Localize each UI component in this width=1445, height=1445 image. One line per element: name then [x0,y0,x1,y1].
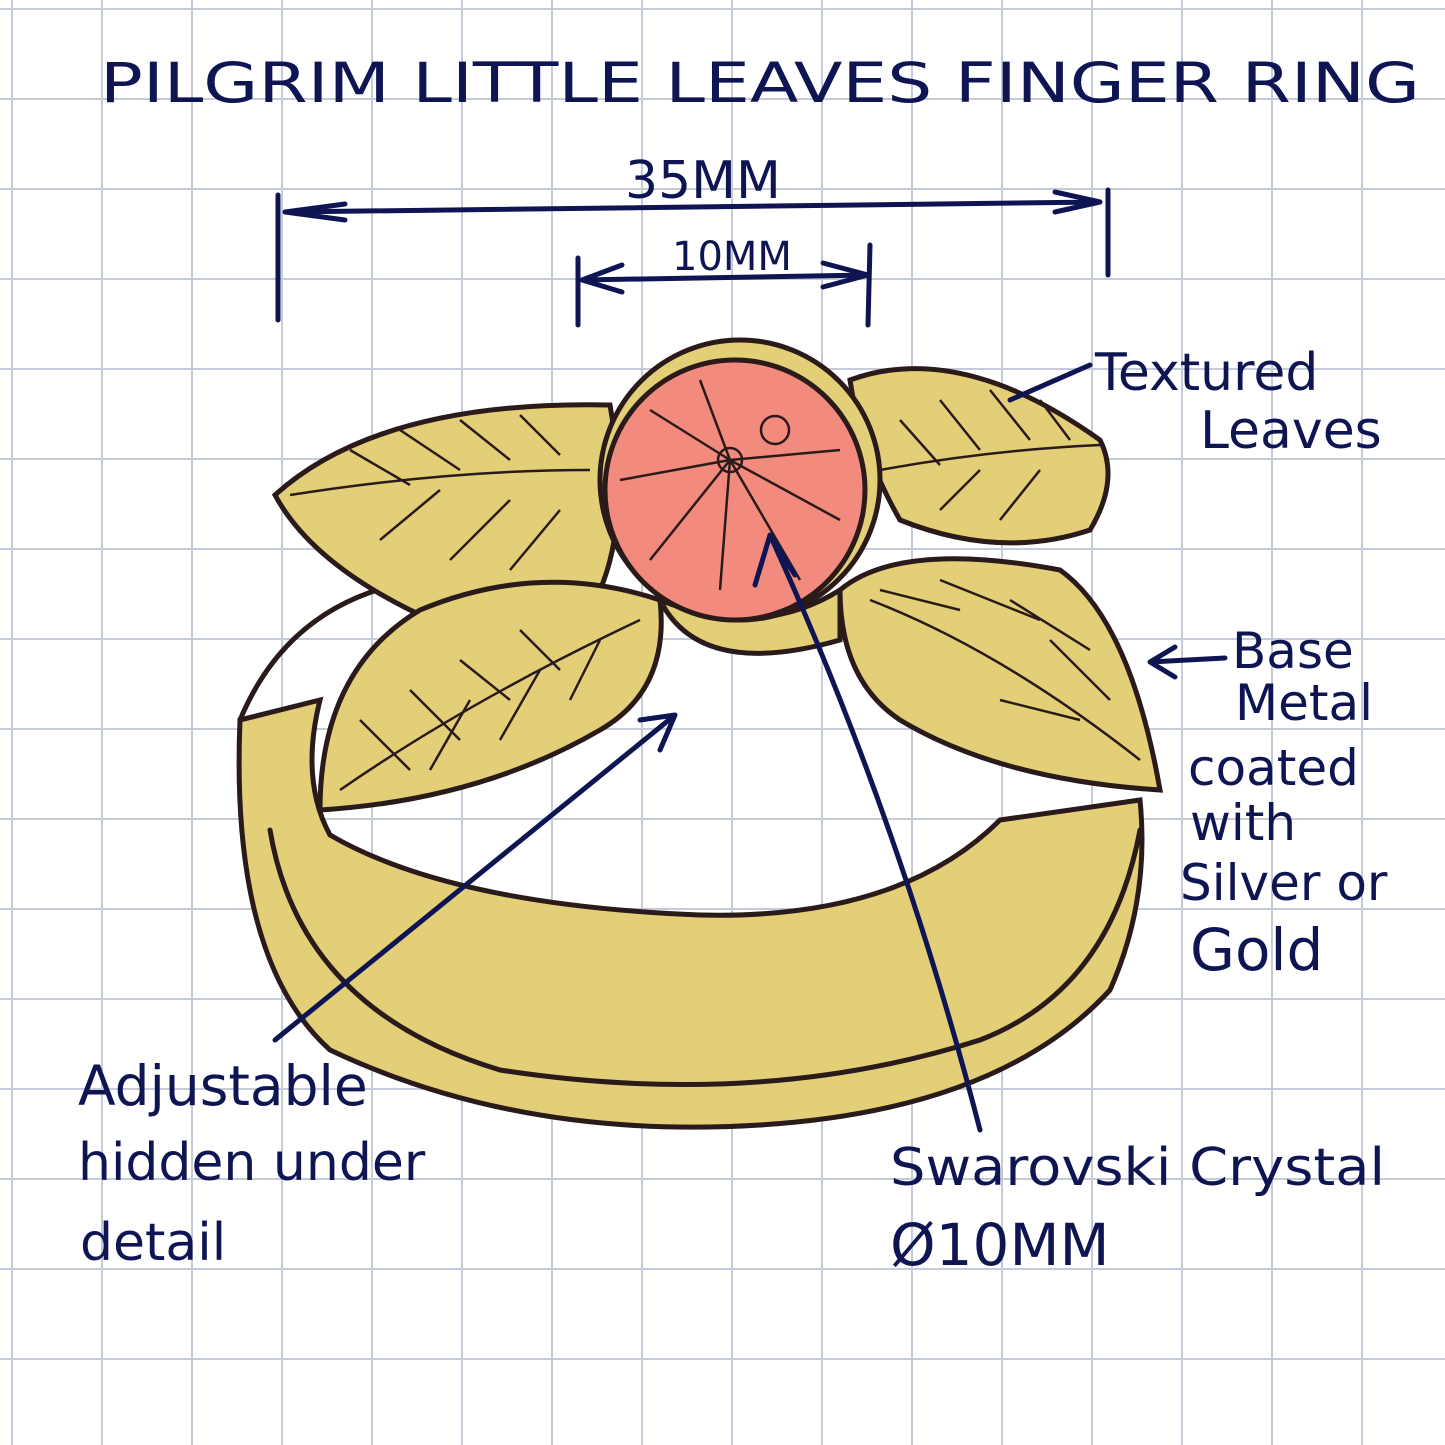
label-crystal-1: Swarovski Crystal [890,1138,1385,1198]
label-metal-6: Gold [1190,916,1323,984]
dim-35mm-label: 35MM [625,151,781,211]
dimension-lines [272,187,1228,1133]
label-metal-1: Base [1232,622,1354,680]
leader-crystal [752,532,983,1133]
label-leaves: Leaves [1200,401,1382,461]
leaf-texture [289,389,1141,792]
label-adjustable-3: detail [80,1213,226,1273]
leaf-top-left [271,402,621,624]
dim-35mm-line [275,187,1111,323]
dim-10mm-label: 10MM [672,234,792,280]
label-metal-5: Silver or [1180,854,1388,912]
label-adjustable-2: hidden under [78,1133,426,1193]
dim-10mm-line [575,242,873,328]
labels: PILGRIM LITTLE LEAVES FINGER RING 35MM 1… [78,51,1420,1279]
leader-leaves [1007,362,1093,403]
label-metal-2: Metal [1235,674,1373,732]
leader-adjustable [272,712,678,1043]
label-metal-3: coated [1188,739,1359,797]
leader-metal [1147,644,1228,680]
swarovski-crystal [597,337,883,623]
label-metal-4: with [1190,794,1296,852]
sketch-title: PILGRIM LITTLE LEAVES FINGER RING [100,51,1420,115]
label-crystal-2: Ø10MM [890,1211,1110,1279]
leaf-bottom-right [837,556,1164,793]
label-adjustable-1: Adjustable [78,1054,368,1118]
label-textured: Textured [1094,343,1318,403]
